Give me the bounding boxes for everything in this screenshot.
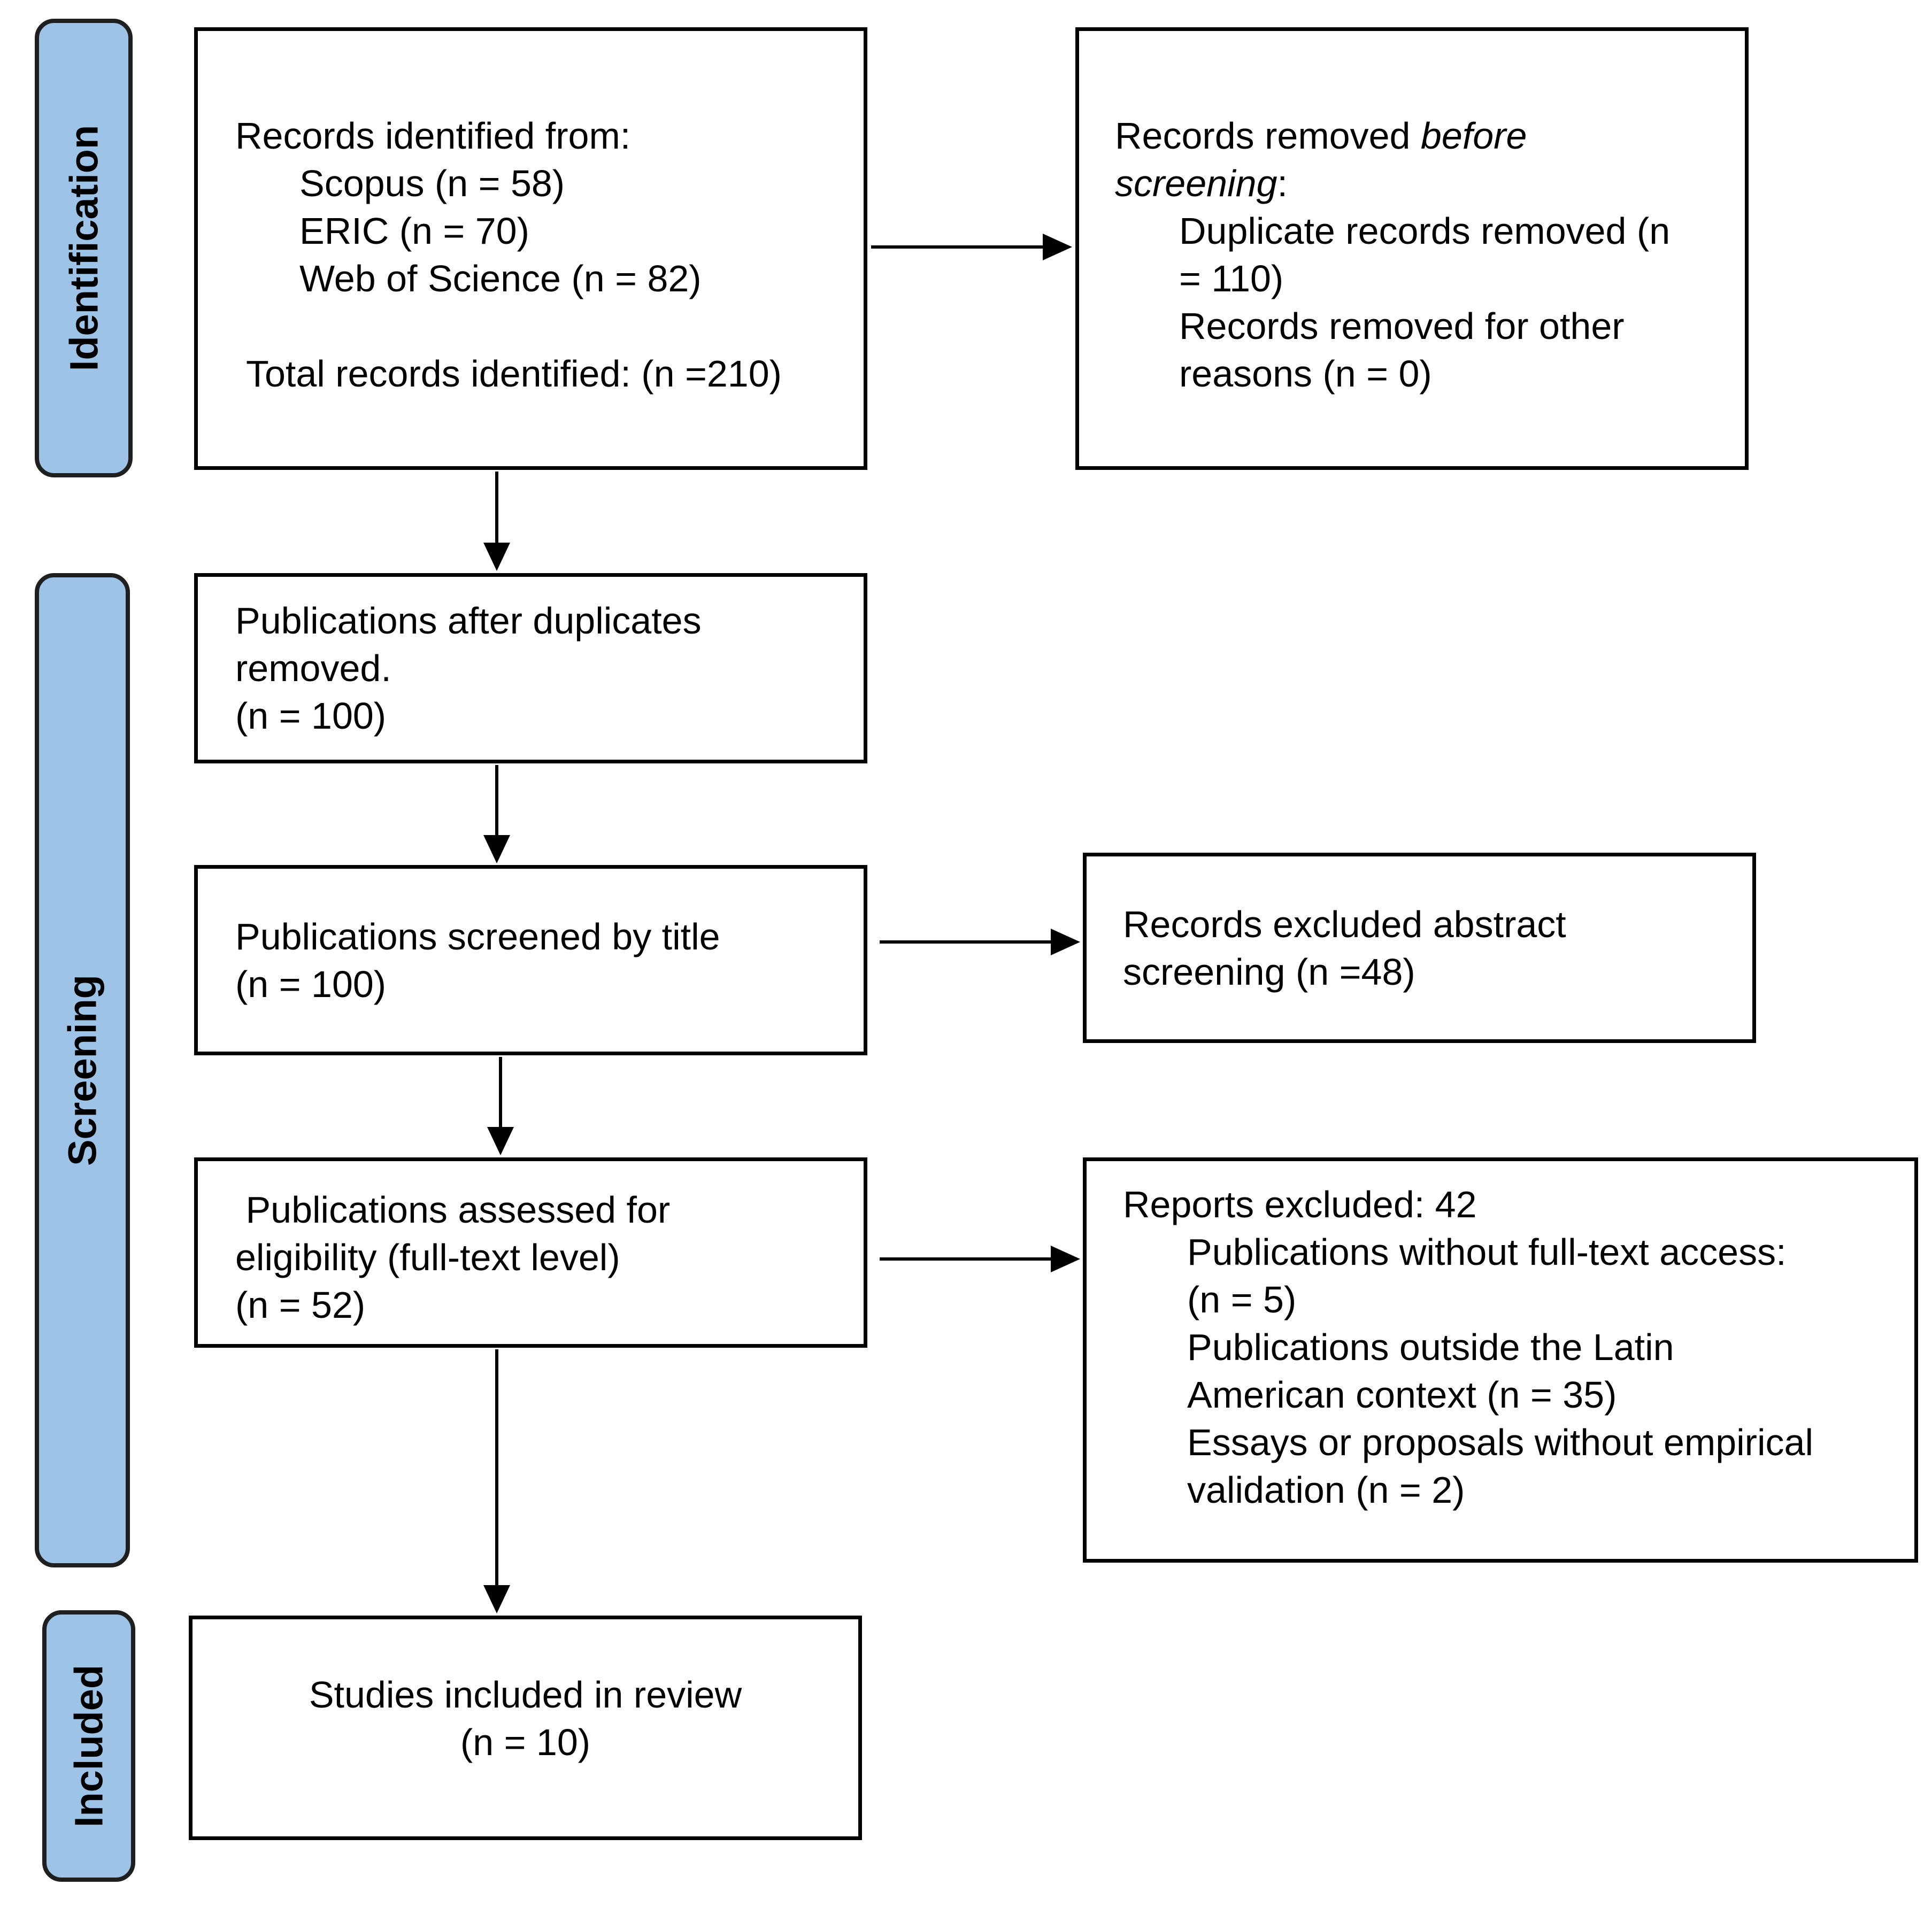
assessed-line-2: eligibility (full-text level)	[235, 1237, 620, 1278]
records-removed-heading-2: screening:	[1115, 160, 1745, 207]
after-duplicates-box: Publications after duplicates removed. (…	[194, 573, 867, 763]
screened-by-title-count: (n = 100)	[235, 963, 387, 1005]
records-removed-heading-text: Records removed	[1115, 115, 1421, 157]
assessed-eligibility-box: Publications assessed for eligibility (f…	[194, 1157, 867, 1348]
screened-by-title-box: Publications screened by title (n = 100)	[194, 865, 867, 1055]
records-identified-box: Records identified from: Scopus (n = 58)…	[194, 27, 867, 470]
reports-excluded-box: Reports excluded: 42 Publications withou…	[1083, 1157, 1918, 1563]
arrowhead-assessed-to-reports-excluded	[1051, 1246, 1080, 1272]
reason-no-full-text-line-2: (n = 5)	[1187, 1279, 1297, 1320]
source-web-of-science: Web of Science (n = 82)	[299, 258, 702, 299]
arrowhead-after-duplicates-to-screened	[483, 835, 510, 863]
arrowhead-assessed-to-included	[483, 1585, 510, 1613]
screened-by-title-line: Publications screened by title	[235, 916, 720, 957]
assessed-count: (n = 52)	[235, 1284, 366, 1326]
studies-included-box: Studies included in review (n = 10)	[189, 1616, 862, 1840]
records-removed-heading-before: before	[1420, 115, 1527, 157]
studies-included-count: (n = 10)	[460, 1721, 591, 1763]
reports-excluded-heading: Reports excluded: 42	[1123, 1184, 1477, 1225]
arrowhead-screened-to-assessed	[487, 1127, 514, 1155]
arrowhead-identified-to-after-duplicates	[483, 543, 510, 571]
assessed-line-1: Publications assessed for	[235, 1189, 671, 1231]
records-identified-heading: Records identified from:	[235, 115, 631, 157]
reason-no-full-text-line-1: Publications without full-text access:	[1187, 1231, 1787, 1273]
records-removed-heading-colon: :	[1277, 163, 1288, 204]
reason-no-empirical-line-2: validation (n = 2)	[1187, 1469, 1465, 1511]
after-duplicates-line-2: removed.	[235, 647, 391, 689]
after-duplicates-count: (n = 100)	[235, 695, 387, 737]
arrowhead-screened-to-excluded	[1051, 929, 1080, 955]
reason-no-empirical-line-1: Essays or proposals without empirical	[1187, 1422, 1814, 1463]
records-removed-box: Records removed before screening: Duplic…	[1075, 27, 1749, 470]
studies-included-line: Studies included in review	[309, 1674, 742, 1716]
reason-outside-latam-line-1: Publications outside the Latin	[1187, 1326, 1674, 1368]
records-removed-heading-screening: screening	[1115, 163, 1277, 204]
other-reasons-line-2: reasons (n = 0)	[1179, 353, 1432, 395]
other-reasons-line-1: Records removed for other	[1179, 305, 1625, 347]
source-eric: ERIC (n = 70)	[299, 210, 529, 252]
excluded-abstract-count: screening (n =48)	[1123, 951, 1415, 993]
records-removed-heading: Records removed before	[1115, 112, 1745, 160]
source-scopus: Scopus (n = 58)	[299, 163, 565, 204]
reason-outside-latam-line-2: American context (n = 35)	[1187, 1374, 1617, 1416]
excluded-abstract-line: Records excluded abstract	[1123, 903, 1566, 945]
excluded-abstract-box: Records excluded abstract screening (n =…	[1083, 853, 1756, 1043]
total-records-identified: Total records identified: (n =210)	[246, 353, 782, 395]
phase-screening: Screening	[35, 573, 130, 1567]
duplicate-records-line-1: Duplicate records removed (n	[1179, 210, 1671, 252]
phase-identification: Identification	[35, 19, 133, 477]
duplicate-records-line-2: = 110)	[1179, 258, 1284, 299]
arrowhead-identified-to-removed	[1043, 234, 1072, 260]
phase-included: Included	[42, 1610, 135, 1882]
after-duplicates-line-1: Publications after duplicates	[235, 600, 702, 642]
